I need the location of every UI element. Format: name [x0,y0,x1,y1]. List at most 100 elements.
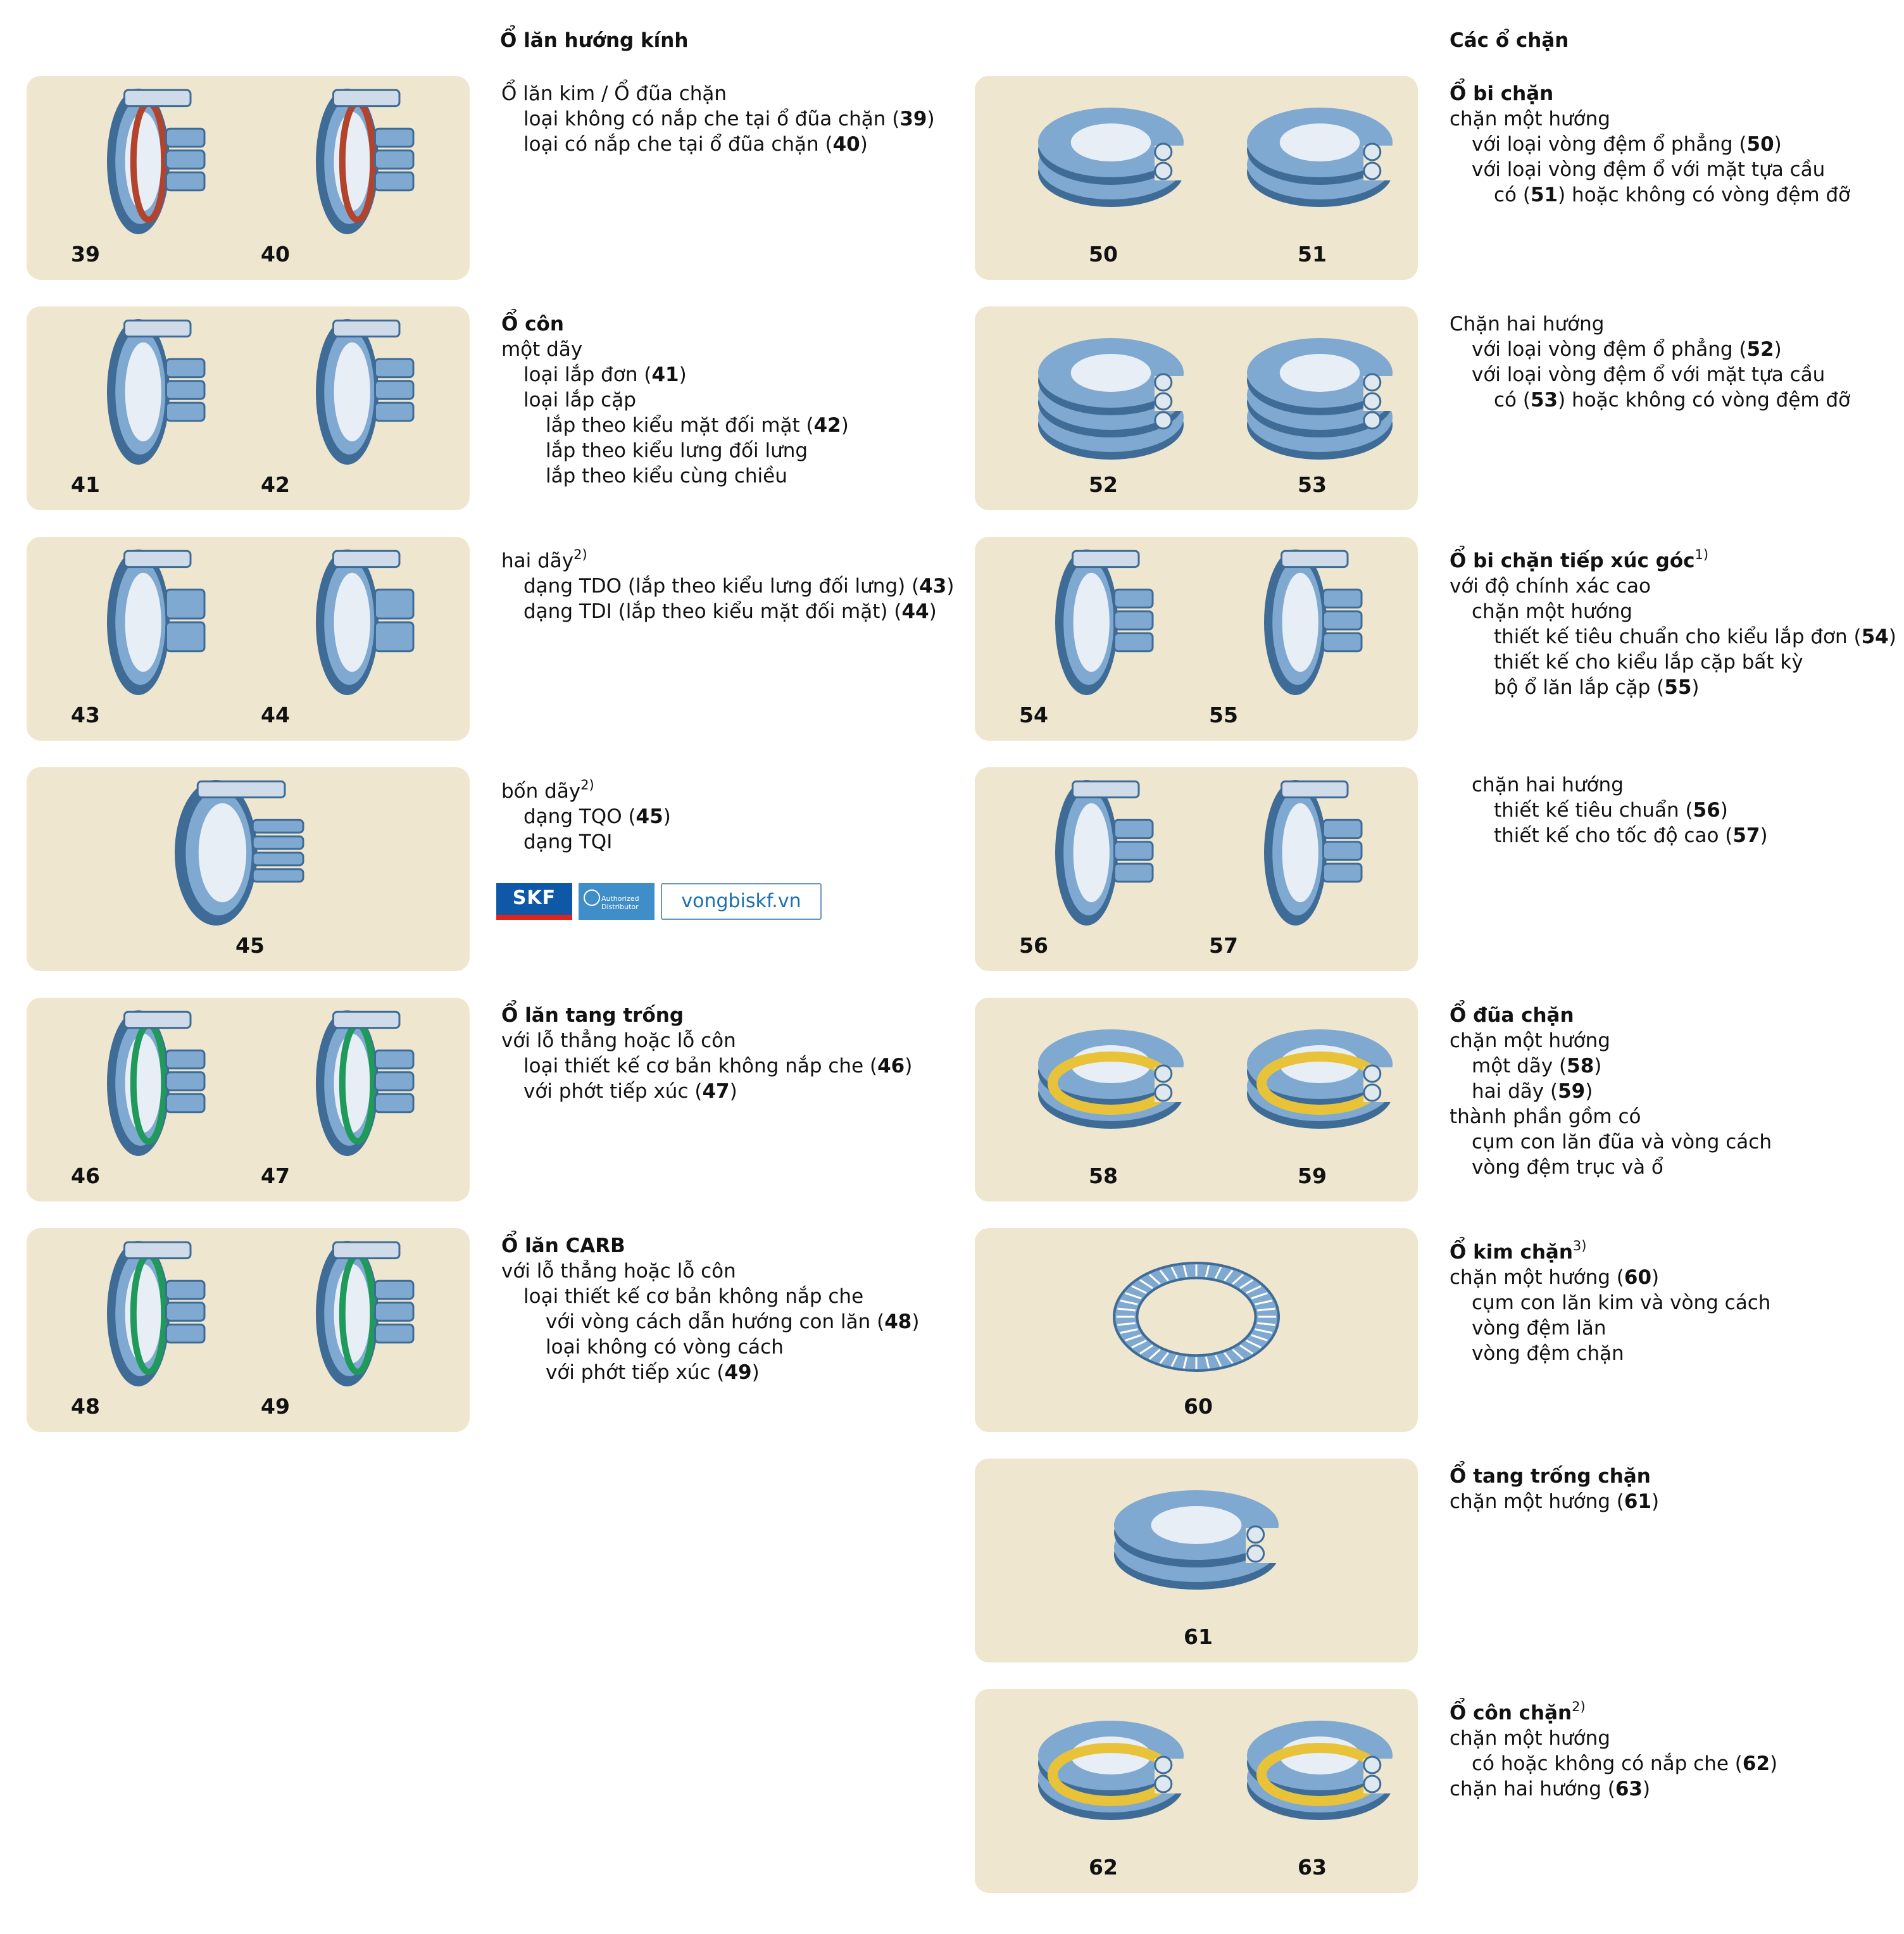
roller [1322,632,1363,653]
line-text: vòng đệm trục và ổ [1472,1156,1663,1179]
cage-top [1072,549,1140,568]
bearing-53 [1247,338,1396,460]
line-text: với loại vòng đệm ổ với mặt tựa cầu [1472,158,1826,181]
line-text-after: ) [1651,1266,1660,1289]
roller [374,127,415,148]
bearing-number-56: 56 [1019,933,1048,958]
bearing-number-50: 50 [1089,242,1118,267]
bore [334,342,370,442]
description-line: Ổ côn chặn2) [1450,1694,1777,1726]
description-line: dạng TDI (lắp theo kiểu mặt đối mặt) (44… [501,599,954,624]
bore [198,803,247,903]
roller [1322,819,1363,839]
left-column-heading: Ổ lăn hướng kính [500,29,689,52]
authorized-distributor-badge: Authorized Distributor [579,883,654,920]
line-text: với lỗ thẳng hoặc lỗ côn [501,1260,736,1283]
description-line: dạng TDO (lắp theo kiểu lưng đối lưng) (… [501,574,954,599]
bearing-number-61: 61 [1184,1624,1213,1649]
line-text: Ổ tang trống chặn [1450,1465,1651,1488]
roller [374,380,415,400]
line-text: lắp theo kiểu mặt đối mặt ( [546,414,814,437]
needle [1239,1344,1253,1355]
line-text: với vòng cách dẫn hướng con lăn ( [546,1310,885,1333]
bearing-ref-number: 60 [1624,1266,1652,1289]
bearing-illustration [1038,338,1396,460]
footnote-marker: 2) [1572,1699,1586,1714]
line-text: vòng đệm chặn [1472,1342,1624,1365]
description-line: chặn một hướng [1450,106,1850,132]
line-text: thiết kế tiêu chuẩn cho kiểu lắp đơn ( [1494,625,1862,648]
description-line: Ổ lăn tang trống [501,1003,912,1028]
description-line: bộ ổ lăn lắp cặp (55) [1450,675,1896,700]
needle [1139,1344,1153,1355]
bearing-39 [107,89,206,234]
needle [1182,1265,1188,1278]
cage-top [123,319,192,338]
line-text: Ổ lăn tang trống [501,1004,684,1027]
line-text: loại thiết kế cơ bản không nắp che [523,1285,864,1308]
cage-top [196,780,286,799]
line-text: thiết kế cho tốc độ cao ( [1494,824,1733,847]
bearing-56 [1055,780,1154,926]
website-link[interactable]: vongbiskf.vn [661,883,822,920]
line-text: một dãy [501,338,583,361]
bearing-ref-number: 57 [1732,824,1760,847]
bearing-44 [316,549,415,695]
ball [1363,1774,1382,1793]
bearing-illustration [107,549,415,695]
description-line: loại lắp đơn (41) [501,362,849,387]
bearing-46 [107,1010,206,1156]
line-text: thành phần gồm có [1450,1105,1641,1128]
bearing-45 [175,780,304,926]
line-text: Chặn hai hướng [1450,313,1605,336]
needle [1214,1266,1222,1279]
roller [1113,819,1154,839]
bearing-ref-number: 61 [1624,1490,1652,1513]
description-line: lắp theo kiểu mặt đối mặt (42) [501,413,849,438]
bearing-panel-60: 60 [975,1228,1418,1432]
bearing-panel-45: 45 [27,767,470,971]
roller [165,149,206,170]
bearing-60 [1113,1262,1280,1372]
needle [1255,1300,1273,1305]
needle [1159,1269,1169,1282]
line-text-after: ) [905,1055,913,1077]
line-text: chặn một hướng [1450,1727,1610,1750]
description-line: với vòng cách dẫn hướng con lăn (48) [501,1309,919,1334]
cage-top [123,89,192,108]
bearing-number-47: 47 [261,1164,290,1188]
description-line: loại không có vòng cách [501,1334,919,1360]
line-text-after: ) [929,600,937,623]
bearing-number-54: 54 [1019,703,1048,727]
line-text: dạng TQO ( [523,805,636,828]
description-line: một dãy [501,337,849,362]
description-line: thiết kế tiêu chuẩn cho kiểu lắp đơn (54… [1450,624,1896,650]
roller [165,1323,206,1344]
line-text: Ổ kim chặn [1450,1241,1573,1264]
bearing-number-52: 52 [1089,472,1118,497]
bearing-illustration [1038,1029,1396,1129]
description-line: có (51) hoặc không có vòng đệm đỡ [1450,182,1850,208]
cage-top [1281,780,1349,799]
line-text: loại lắp cặp [523,389,636,411]
line-text: loại không có nắp che tại ổ đũa chặn ( [523,108,900,130]
bearing-61 [1114,1490,1283,1590]
bearing-62 [1038,1721,1187,1820]
authorized-distributor-text: Authorized Distributor [601,895,639,911]
description-block-8: Ổ bi chặn tiếp xúc góc1)với độ chính xác… [1450,542,1896,700]
bearing-ref-number: 48 [884,1310,912,1333]
bearing-ref-number: 54 [1861,625,1889,648]
ball [1363,373,1382,392]
needle [1182,1356,1188,1369]
roller [374,149,415,170]
bearing-48 [107,1241,206,1386]
description-line: vòng đệm trục và ổ [1450,1155,1772,1180]
description-line: Ổ lăn kim / Ổ đũa chặn [501,81,935,106]
description-line: lắp theo kiểu lưng đối lưng [501,438,849,463]
roller [374,401,415,422]
